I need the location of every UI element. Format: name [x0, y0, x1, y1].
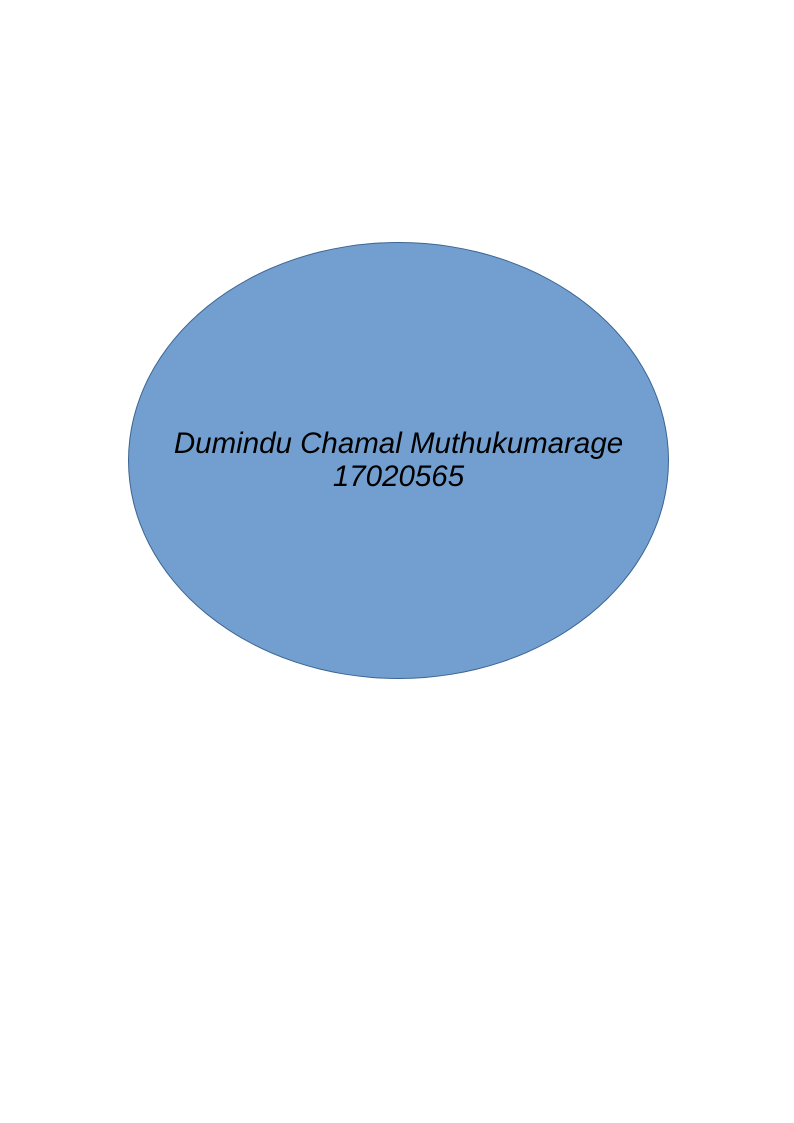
blue-ellipse-shape: Dumindu Chamal Muthukumarage 17020565 [128, 242, 669, 679]
ellipse-name-text: Dumindu Chamal Muthukumarage [173, 426, 624, 460]
ellipse-student-id-text: 17020565 [332, 459, 465, 493]
